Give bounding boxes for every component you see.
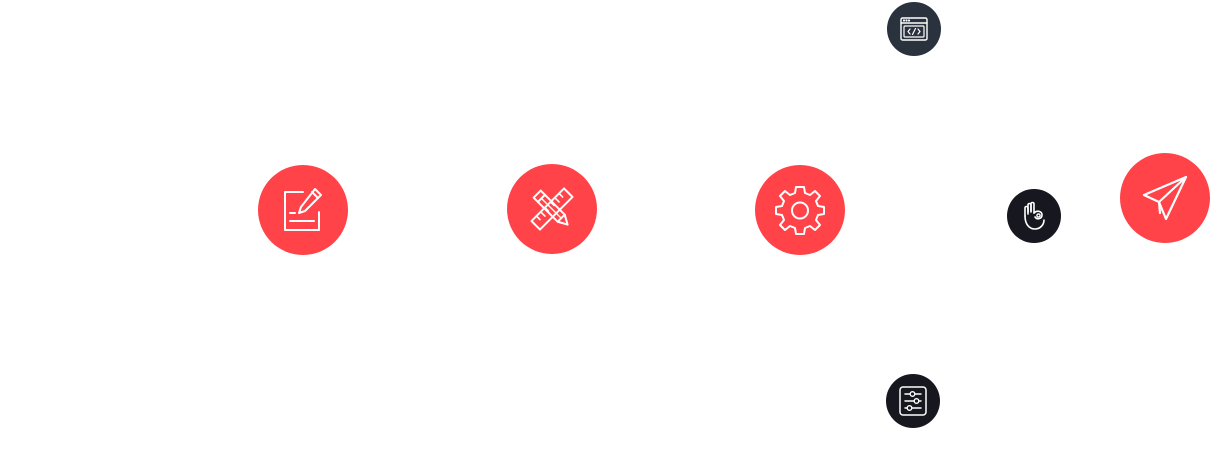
paper-plane-icon bbox=[1140, 173, 1190, 223]
pencil-ruler-icon bbox=[527, 184, 577, 234]
sliders-settings-icon bbox=[899, 386, 927, 416]
edit-document-icon bbox=[281, 186, 325, 234]
settings-button[interactable] bbox=[755, 165, 845, 255]
ok-hand-icon bbox=[1019, 200, 1049, 232]
ok-gesture-button[interactable] bbox=[1007, 189, 1061, 243]
send-button[interactable] bbox=[1120, 153, 1210, 243]
code-window-icon bbox=[900, 17, 928, 41]
filters-button[interactable] bbox=[886, 374, 940, 428]
edit-document-button[interactable] bbox=[258, 165, 348, 255]
gear-icon bbox=[774, 184, 826, 236]
code-button[interactable] bbox=[887, 2, 941, 56]
design-tools-button[interactable] bbox=[507, 164, 597, 254]
